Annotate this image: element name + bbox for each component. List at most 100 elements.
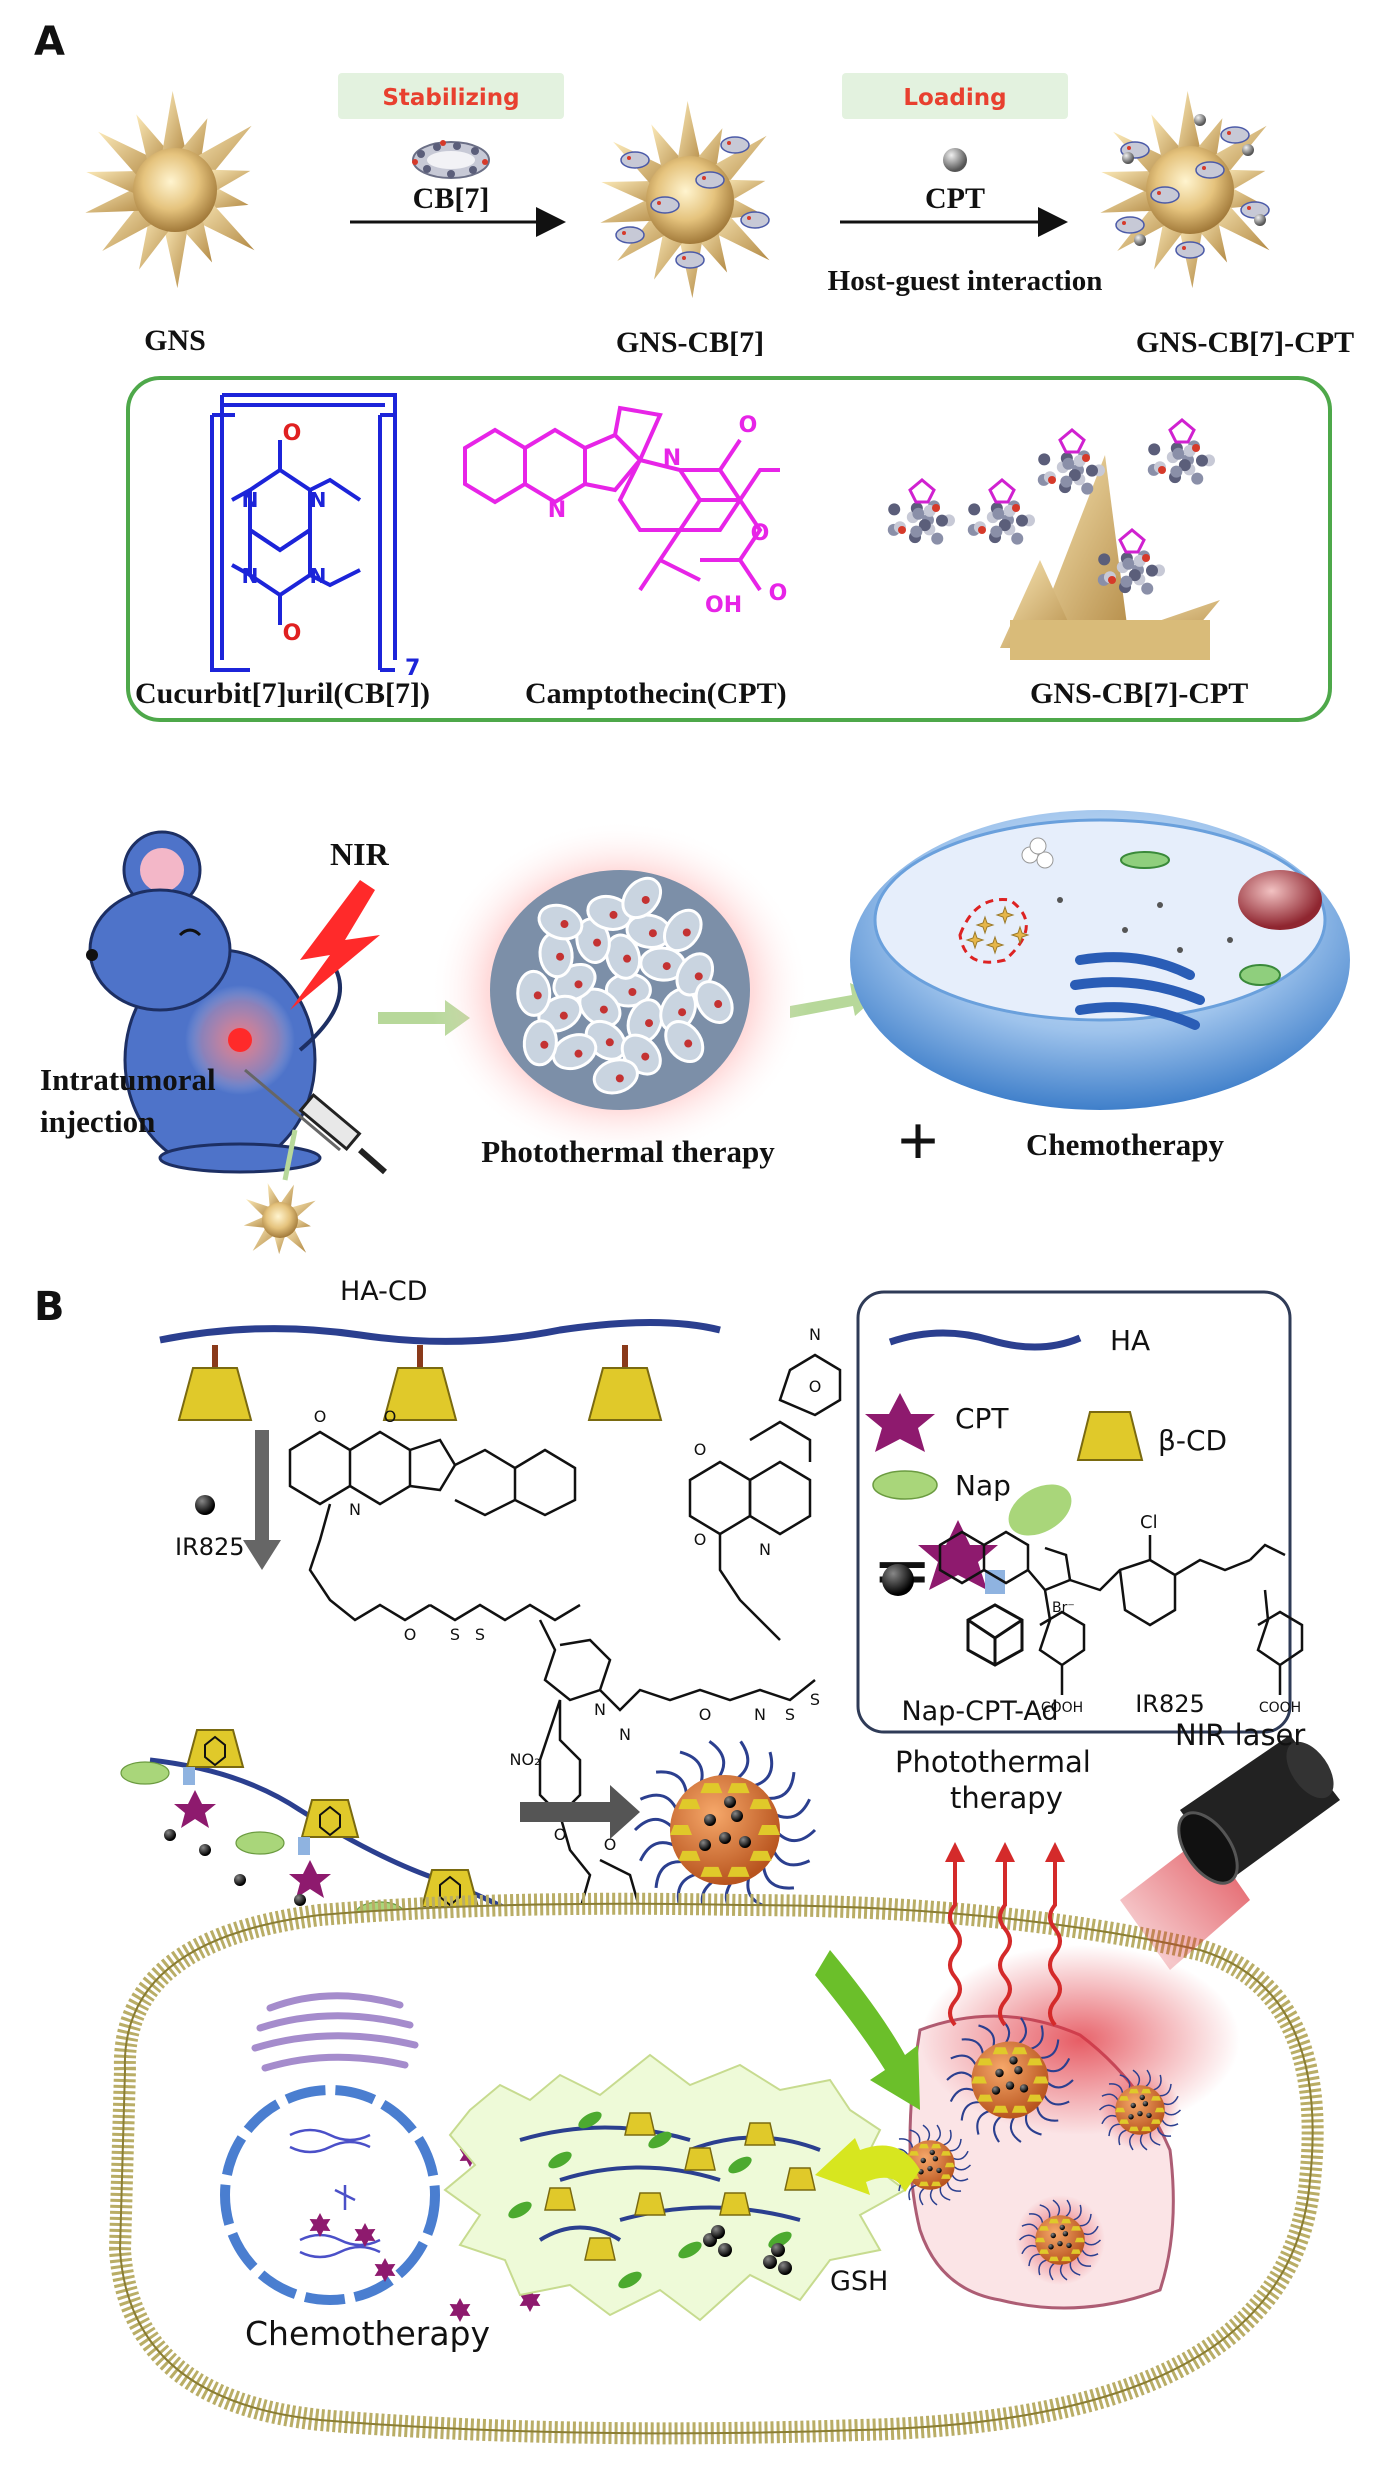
stabilizing-tag-label: Stabilizing [382, 85, 519, 111]
ha-cd-chain [159, 1319, 721, 1345]
endosome-icon [888, 1945, 1240, 2310]
injection-label-1: Intratumoral [40, 1062, 216, 1097]
down-arrow [243, 1430, 281, 1570]
ir825-br-label: Br⁻ [1052, 1600, 1075, 1616]
loading-tag [842, 73, 1068, 119]
gns-cb7-label: GNS-CB[7] [616, 326, 764, 359]
svg-text:O: O [694, 1530, 707, 1549]
plus-sign: + [897, 1101, 938, 1181]
complex-structure-label: GNS-CB[7]-CPT [1030, 677, 1248, 710]
cb7-structure [210, 393, 397, 672]
svg-text:N: N [242, 488, 259, 512]
panel-b-label: B [34, 1284, 65, 1330]
svg-text:O: O [554, 1825, 567, 1844]
svg-text:N: N [809, 1325, 821, 1344]
mouse-icon [86, 830, 342, 1174]
syringe-icon [244, 1068, 387, 1175]
cb7-molecule-icon [412, 140, 490, 179]
svg-text:O: O [694, 1440, 707, 1459]
nanoparticle-icon [633, 1740, 817, 1920]
golgi-icon [251, 1992, 419, 2072]
ir825-cooh-right: COOH [1259, 1700, 1301, 1716]
nir-bolt-icon [290, 880, 380, 1010]
gns-label: GNS [144, 324, 206, 357]
assembly-arrow [520, 1785, 640, 1839]
legend-bcd-label: β-CD [1158, 1424, 1227, 1457]
legend-cpt-icon [865, 1393, 935, 1452]
svg-text:O: O [699, 1705, 712, 1724]
legend-nap-label: Nap [955, 1469, 1011, 1502]
prodrug-label: Nap-CPT-Ad [901, 1696, 1058, 1727]
cpt-structure-label: Camptothecin(CPT) [525, 677, 787, 710]
ptt-b-label-2: therapy [950, 1781, 1063, 1815]
cb7-subscript: 7 [405, 656, 420, 681]
gns-cb7-cpt-star-icon [1100, 90, 1270, 289]
small-gns-icon [243, 1183, 316, 1255]
ptt-label: Photothermal therapy [481, 1134, 775, 1169]
tumor-cluster-icon [430, 820, 810, 1160]
host-guest-label: Host-guest interaction [828, 265, 1103, 297]
gns-cb7-cpt-label: GNS-CB[7]-CPT [1136, 326, 1354, 359]
svg-text:N: N [310, 564, 327, 588]
svg-text:N: N [242, 564, 259, 588]
svg-text:N: N [759, 1540, 771, 1559]
heat-waves-icon [948, 1855, 1062, 2027]
svg-text:N: N [548, 498, 566, 523]
injection-down-arrow [282, 1129, 298, 1181]
chemo-a-label: Chemotherapy [1026, 1127, 1225, 1162]
legend-bcd-icon [1076, 1411, 1144, 1461]
svg-text:O: O [314, 1407, 327, 1426]
ptt-b-label-1: Photothermal [895, 1745, 1091, 1779]
svg-text:O: O [604, 1835, 617, 1854]
ir825-structure [938, 1530, 1304, 1695]
cb7-structure-label: Cucurbit[7]uril(CB[7]) [135, 677, 430, 710]
panel-a: A GNS Stabilizing CB[7] GNS-CB[7] [34, 19, 1354, 1255]
svg-text:O: O [384, 1407, 397, 1426]
ha-cd-label: HA-CD [340, 1276, 428, 1307]
cpt-structure [463, 405, 780, 592]
svg-text:S: S [785, 1705, 795, 1724]
legend-ir825-label: IR825 [1135, 1690, 1205, 1718]
svg-text:O: O [283, 421, 302, 446]
nap-cpt-ad-icon [918, 1484, 1072, 1667]
cpt-oh-label: OH [705, 593, 742, 618]
svg-text:O: O [809, 1377, 822, 1396]
ir825-cl-label: Cl [1140, 1512, 1158, 1533]
nir-label: NIR [330, 836, 390, 872]
svg-text:NO₂: NO₂ [510, 1750, 541, 1769]
cpt-ball-icon [943, 148, 967, 172]
chemo-b-label: Chemotherapy [245, 2314, 490, 2353]
gns-star-icon [85, 90, 255, 289]
svg-text:N: N [310, 488, 327, 512]
svg-text:O: O [769, 581, 788, 606]
svg-text:O: O [283, 621, 302, 646]
svg-text:O: O [751, 521, 770, 546]
svg-text:S: S [450, 1625, 460, 1644]
beta-cd-row [177, 1345, 663, 1421]
gsh-label: GSH [830, 2266, 888, 2297]
legend-cpt-label: CPT [955, 1402, 1009, 1435]
svg-text:N: N [594, 1700, 606, 1719]
cb7-oxygens: OO [283, 421, 302, 646]
gsh-arrow [815, 2138, 920, 2195]
ir825-cooh-left: COOH [1041, 1700, 1083, 1716]
ir825-side-label: IR825 [175, 1533, 245, 1561]
stabilizing-tag [338, 73, 564, 119]
panel-a-label: A [34, 19, 65, 65]
cb7-nitrogens: N N N N [242, 488, 327, 588]
complex-spike-icon [887, 418, 1220, 660]
release-burst-icon [443, 2053, 907, 2322]
legend-nap-icon [872, 1470, 938, 1500]
legend-ir825-dot-icon [882, 1564, 914, 1596]
loading-tag-label: Loading [903, 85, 1006, 111]
uptake-arrow [815, 1950, 920, 2110]
svg-text:S: S [475, 1625, 485, 1644]
svg-text:S: S [810, 1690, 820, 1709]
structures-box [126, 376, 1332, 722]
cb7-reagent-label: CB[7] [413, 182, 490, 215]
injection-label-2: injection [40, 1104, 155, 1139]
legend-ha-icon [888, 1329, 1082, 1351]
gns-cb7-star-icon [600, 100, 770, 299]
